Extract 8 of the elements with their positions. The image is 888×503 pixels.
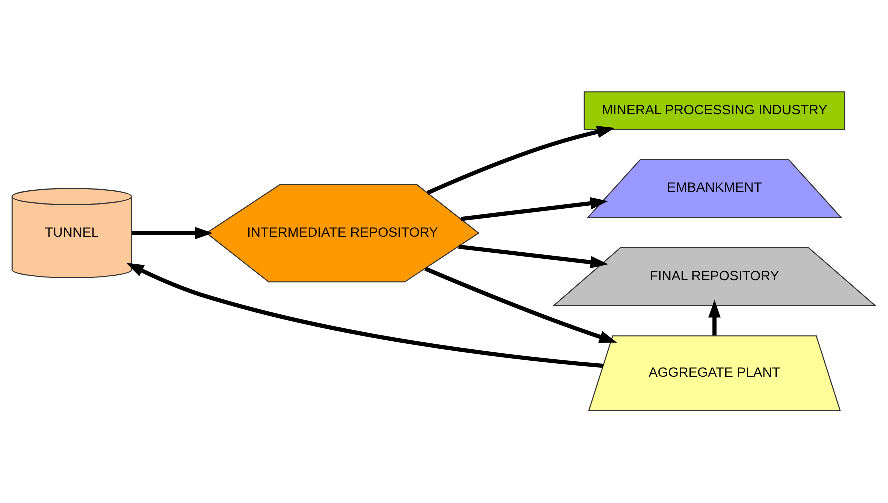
arrow — [126, 263, 604, 368]
arrow — [461, 197, 608, 222]
arrow — [132, 227, 213, 240]
arrow — [426, 126, 615, 196]
arrow — [424, 267, 618, 344]
arrow — [458, 244, 608, 269]
arrow — [708, 300, 721, 336]
node-box: MINERAL PROCESSING INDUSTRY — [584, 92, 846, 130]
